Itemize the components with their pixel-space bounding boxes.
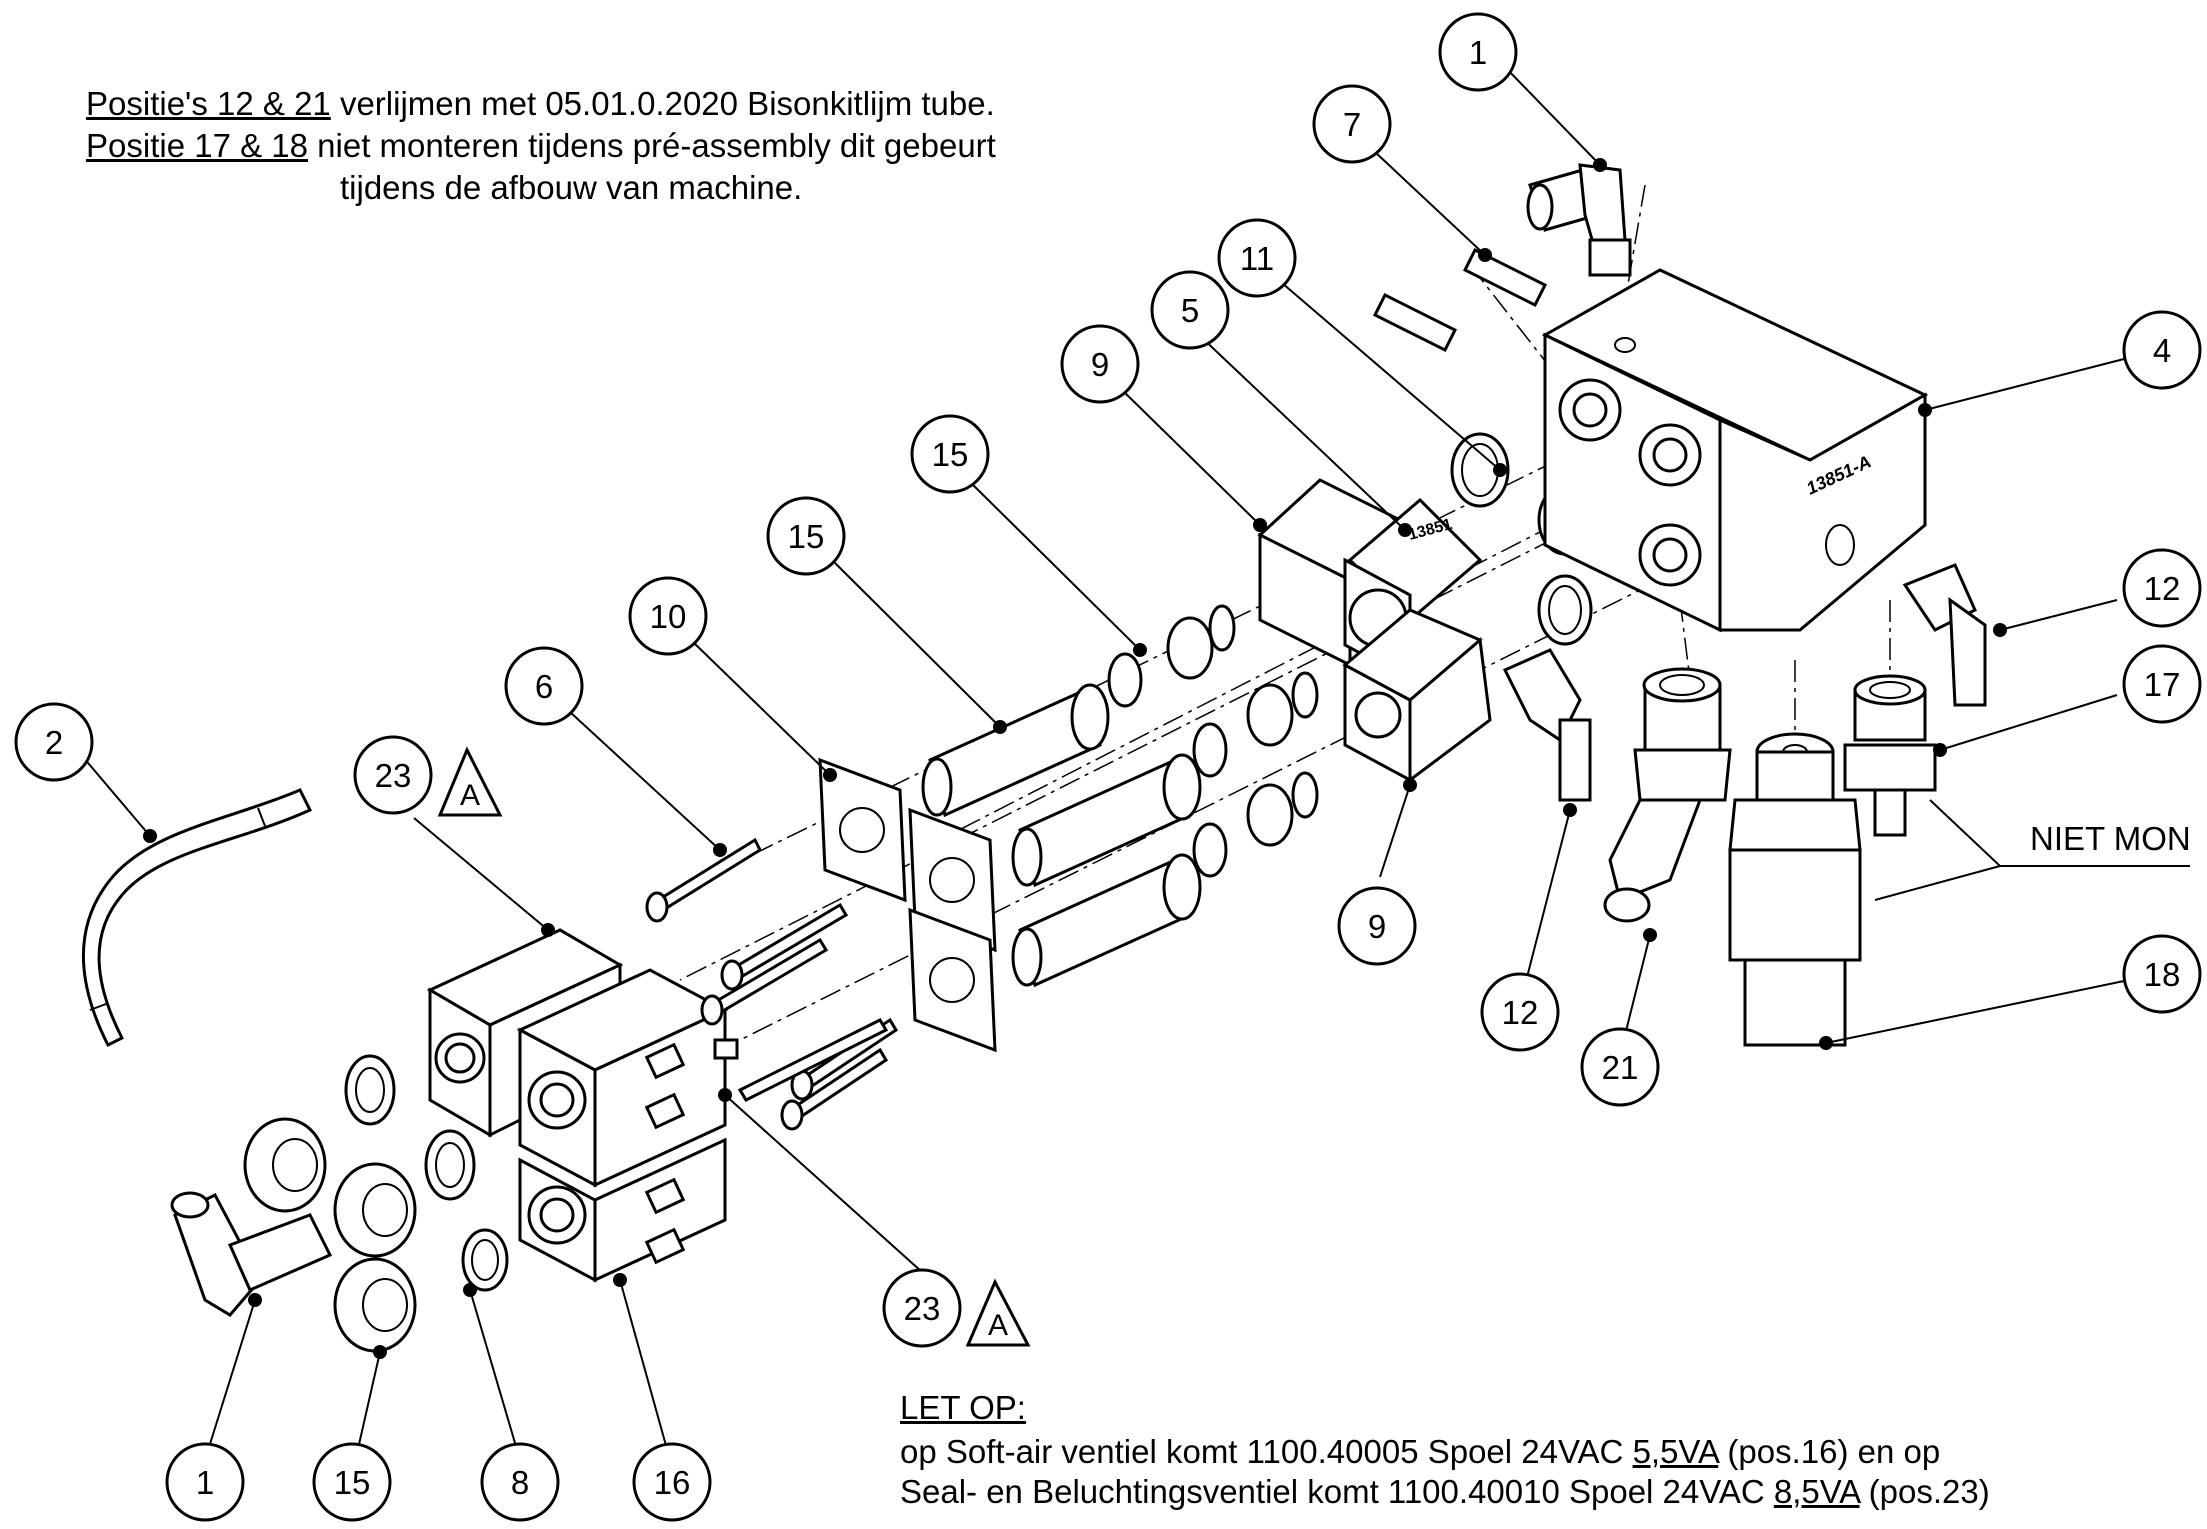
balloon-7: 7 [1312, 84, 1392, 164]
balloon-9-top: 9 [1060, 324, 1140, 404]
balloon-label: 12 [2144, 570, 2181, 607]
balloon-label: 17 [2144, 666, 2181, 703]
balloon-label: 23 [904, 1290, 941, 1327]
balloon-label: 10 [650, 598, 687, 635]
elbow-fitting-top [1526, 163, 1632, 277]
valve-tubes [921, 683, 1202, 988]
letop-line1: op Soft-air ventiel komt 1100.40005 Spoe… [900, 1432, 1940, 1472]
balloon-17: 17 [2122, 644, 2202, 724]
assembly-note-positions-17-18: Positie 17 & 18 [86, 127, 308, 164]
washers [344, 1054, 509, 1292]
coil-pos-16 [518, 1137, 727, 1283]
assembly-note-line3: tijdens de afbouw van machine. [340, 169, 803, 206]
balloon-label: 18 [2144, 956, 2181, 993]
balloon-label: 6 [535, 668, 553, 705]
balloon-12-left: 12 [1480, 972, 1560, 1052]
balloon-label: 4 [2153, 332, 2171, 369]
balloon-6: 6 [504, 646, 584, 726]
elbow-fitting-12-left [1502, 648, 1592, 802]
letop-line2-text: Seal- en Beluchtingsventiel komt 1100.40… [900, 1473, 1774, 1510]
revision-triangle-top: A [437, 746, 503, 817]
fitting-pos-21 [1603, 667, 1732, 923]
balloon-16: 16 [632, 1442, 712, 1522]
leader-lines [82, 66, 2190, 1463]
valve-body-lower [1342, 608, 1492, 783]
balloon-15-a: 15 [910, 414, 990, 494]
balloon-label: 9 [1091, 346, 1109, 383]
letop-line1-power: 5,5VA [1632, 1433, 1719, 1470]
balloon-label: 11 [1240, 240, 1274, 277]
balloon-1-bottom: 1 [165, 1442, 245, 1522]
balloon-1-top: 1 [1438, 12, 1518, 92]
knurled-nuts [243, 1117, 417, 1353]
balloon-10: 10 [628, 576, 708, 656]
assembly-note-line1-text: verlijmen met 05.01.0.2020 Bisonkitlijm … [330, 85, 995, 122]
assembly-note-line2: Positie 17 & 18 niet monteren tijdens pr… [86, 126, 996, 166]
balloon-label: 21 [1602, 1049, 1639, 1086]
balloon-label: 2 [45, 724, 63, 761]
hose-part-2 [82, 788, 313, 1048]
letop-line2-tail: (pos.23) [1859, 1473, 1990, 1510]
balloon-label: 1 [1469, 34, 1487, 71]
balloon-2: 2 [14, 702, 94, 782]
revision-mark: A [988, 1309, 1008, 1342]
balloon-label: 7 [1343, 106, 1361, 143]
balloon-label: 9 [1368, 908, 1386, 945]
assembly-note-line2-text: niet monteren tijdens pré-assembly dit g… [307, 127, 996, 164]
valve-springs [1107, 604, 1319, 878]
balloon-label: 12 [1502, 994, 1539, 1031]
assembly-note-line1: Positie's 12 & 21 verlijmen met 05.01.0.… [86, 84, 995, 124]
dowel-pins [1372, 247, 1548, 353]
balloon-label: 23 [375, 757, 412, 794]
leader-dots [143, 158, 2007, 1359]
balloon-4: 4 [2122, 310, 2202, 390]
gaskets [818, 757, 997, 1053]
balloon-label: 15 [334, 1464, 371, 1501]
balloon-9-bottom: 9 [1337, 886, 1417, 966]
letop-title: LET OP: [900, 1389, 1026, 1426]
balloon-5: 5 [1150, 270, 1230, 350]
screws [645, 837, 899, 1131]
balloon-label: 15 [932, 436, 969, 473]
pressure-sensor-pos-18 [1728, 732, 1862, 1047]
niet-mon-label: NIET MON [2030, 820, 2191, 857]
balloon-12-right: 12 [2122, 548, 2202, 628]
balloon-label: 1 [196, 1464, 214, 1501]
balloon-11: 11 [1217, 218, 1297, 298]
manifold-block-pos-4: 13851-A [1541, 268, 1929, 633]
balloon-18: 18 [2122, 934, 2202, 1014]
balloon-8: 8 [480, 1442, 560, 1522]
balloon-23-bottom: 23 [882, 1268, 962, 1348]
balloon-label: 5 [1181, 292, 1199, 329]
balloon-23-top: 23 [353, 735, 433, 815]
revision-triangle-bottom: A [965, 1278, 1031, 1347]
balloon-21: 21 [1580, 1027, 1660, 1107]
revision-mark: A [460, 779, 480, 812]
balloon-15-b: 15 [766, 496, 846, 576]
elbow-fitting-12-right [1902, 563, 1987, 707]
balloon-label: 8 [511, 1464, 529, 1501]
assembly-note-positions-12-21: Positie's 12 & 21 [86, 85, 331, 122]
letop-line2: Seal- en Beluchtingsventiel komt 1100.40… [900, 1472, 1990, 1512]
letop-line1-tail: (pos.16) en op [1718, 1433, 1941, 1470]
elbow-fitting-left [170, 1191, 333, 1317]
letop-line1-text: op Soft-air ventiel komt 1100.40005 Spoe… [900, 1433, 1633, 1470]
letop-line2-power: 8,5VA [1773, 1473, 1860, 1510]
coil-pos-23-middle [516, 968, 739, 1188]
balloon-15-bottom: 15 [312, 1442, 392, 1522]
balloon-label: 16 [654, 1464, 691, 1501]
fitting-pos-17 [1843, 674, 1937, 837]
balloon-label: 15 [788, 518, 825, 555]
